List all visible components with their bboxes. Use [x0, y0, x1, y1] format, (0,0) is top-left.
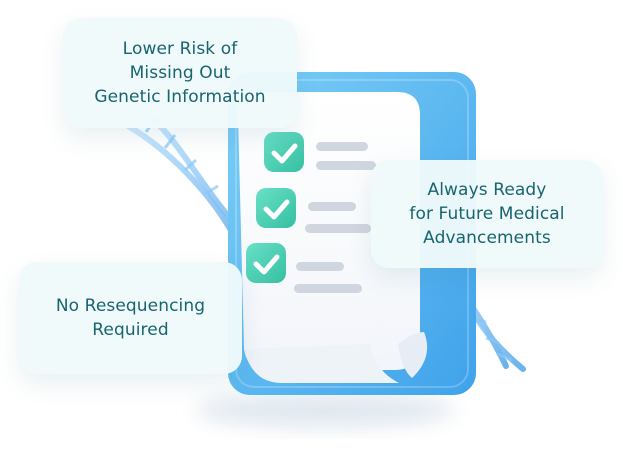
benefit-card-right: Always Ready for Future Medical Advancem…	[371, 160, 603, 268]
check-row-3	[246, 243, 362, 293]
checklist	[246, 132, 376, 293]
floor-shadow	[195, 392, 455, 428]
check-row-2	[256, 188, 371, 233]
check-row-1	[264, 132, 376, 172]
benefit-text-top: Lower Risk of Missing Out Genetic Inform…	[94, 39, 266, 107]
benefit-card-top: Lower Risk of Missing Out Genetic Inform…	[63, 18, 297, 128]
benefit-text-right: Always Ready for Future Medical Advancem…	[409, 180, 565, 248]
benefit-text-left: No Resequencing Required	[55, 296, 206, 340]
check-icon	[246, 243, 286, 283]
check-icon	[264, 132, 304, 172]
benefit-card-left: No Resequencing Required	[19, 262, 242, 374]
check-icon	[256, 188, 296, 228]
